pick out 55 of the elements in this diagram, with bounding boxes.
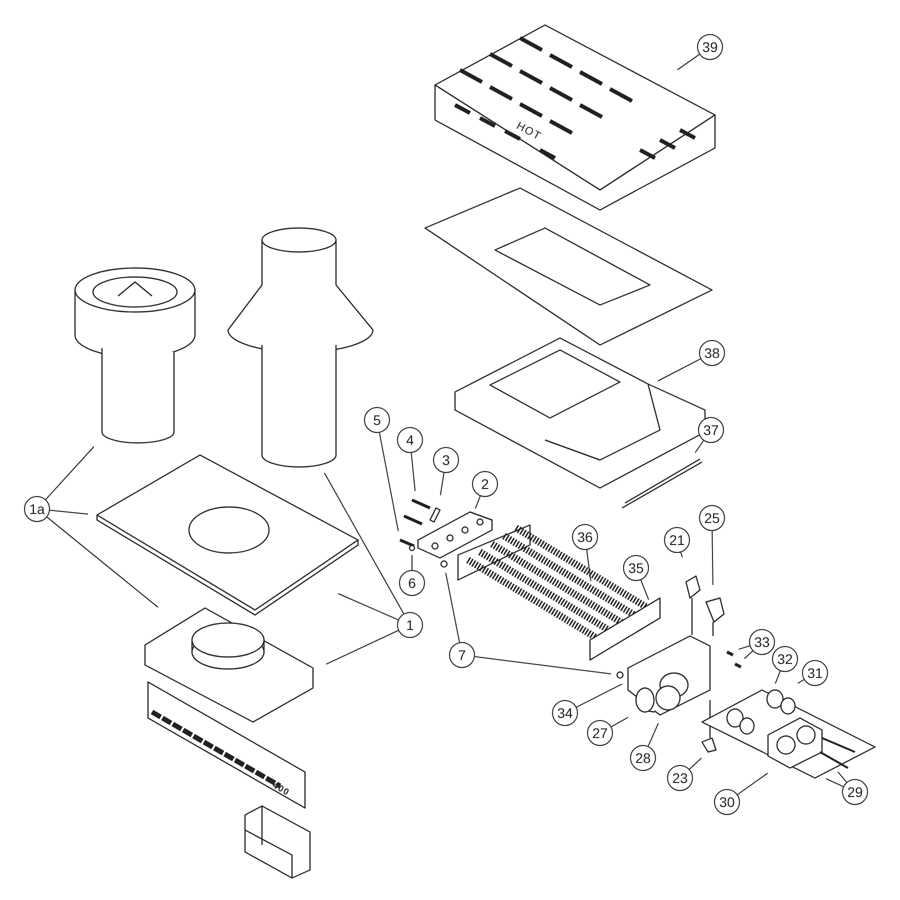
leader-line — [338, 593, 399, 620]
callout-number: 21 — [664, 527, 690, 553]
callout-number: 27 — [587, 720, 613, 746]
leader-line — [445, 572, 460, 643]
leader-line — [658, 358, 701, 382]
callout-number: 32 — [772, 646, 798, 672]
leader-line — [326, 630, 399, 665]
leader-line — [689, 758, 702, 770]
leader-line — [676, 54, 700, 70]
callout-number: 38 — [699, 340, 725, 366]
leader-line — [474, 656, 612, 674]
leader-line — [744, 650, 754, 660]
leader-line — [610, 716, 629, 728]
callout-number: 31 — [802, 660, 828, 686]
leader-line — [640, 580, 650, 600]
leader-line — [440, 472, 444, 496]
callout-number: 3 — [433, 447, 459, 473]
callout-number: 37 — [698, 417, 724, 443]
callout-number: 1 — [397, 612, 423, 638]
leader-line — [797, 679, 804, 684]
callout-number: 33 — [749, 629, 775, 655]
leader-line — [576, 684, 622, 708]
callout-number: 5 — [364, 407, 390, 433]
leader-line — [774, 670, 781, 684]
leader-line — [680, 552, 683, 558]
part-marking: HOT — [514, 120, 544, 143]
leader-line — [648, 722, 659, 747]
callout-number: 23 — [667, 765, 693, 791]
callout-number: 34 — [552, 700, 578, 726]
leader-line — [738, 645, 750, 650]
callout-number: 39 — [697, 34, 723, 60]
leader-line — [45, 446, 94, 500]
callout-number: 29 — [842, 779, 868, 805]
callout-number: 35 — [623, 555, 649, 581]
leader-line — [586, 549, 592, 582]
leader-line — [826, 778, 844, 788]
leader-line — [737, 772, 768, 795]
callout-number: 25 — [699, 505, 725, 531]
callout-number: 28 — [630, 745, 656, 771]
leader-line — [378, 432, 399, 532]
callout-number: 2 — [472, 471, 498, 497]
callout-number: 6 — [399, 570, 425, 596]
callout-number: 30 — [714, 789, 740, 815]
leader-line — [712, 530, 714, 586]
leader-line — [46, 516, 159, 608]
leader-line — [410, 452, 416, 492]
callout-number: 36 — [572, 524, 598, 550]
leader-line — [694, 440, 704, 454]
callout-number: 4 — [397, 427, 423, 453]
leader-line — [474, 496, 481, 510]
leader-line — [324, 472, 404, 614]
leader-line — [837, 771, 848, 783]
leader-line — [49, 510, 89, 515]
callout-number: 1a — [24, 496, 50, 522]
callout-number: 7 — [449, 642, 475, 668]
